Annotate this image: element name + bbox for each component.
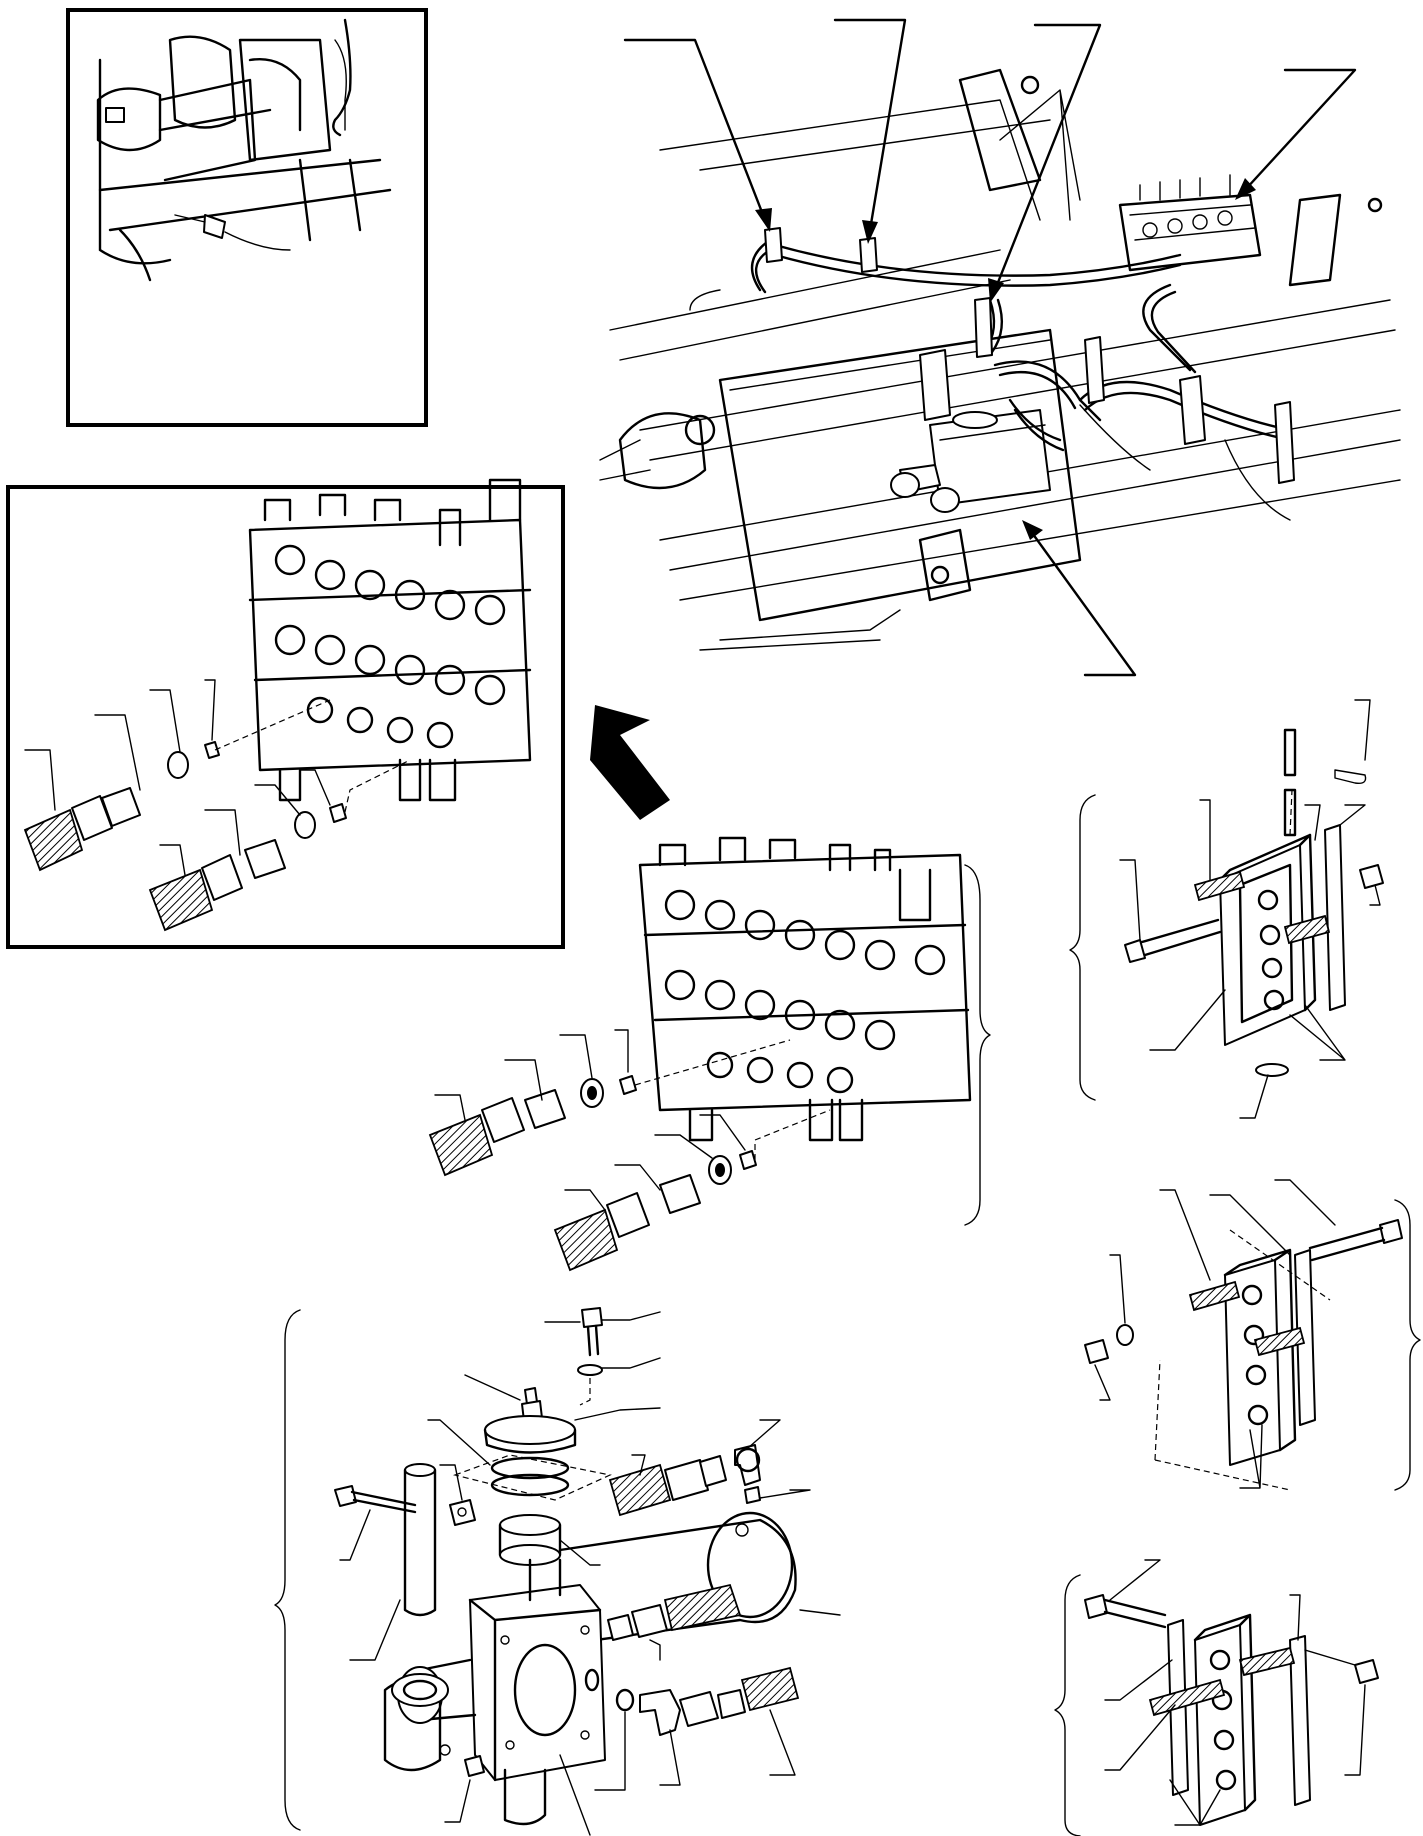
hose-clamp-lower [1054, 1559, 1379, 1836]
inset-pin-detail [66, 8, 428, 427]
inset-fitting-row-upper [23, 741, 220, 872]
inset-leaders [24, 679, 331, 876]
valve-fittings-bracket [964, 864, 991, 1226]
fitting-row-upper [428, 1075, 637, 1177]
hose-clamp-upper [1069, 699, 1384, 1119]
inset-callout-arrow [590, 705, 670, 820]
inset-fitting-row-lower [148, 803, 347, 932]
inset-valve-fittings [6, 478, 565, 949]
swivel-bracket [274, 1309, 301, 1831]
valve-fittings-exploded [428, 836, 991, 1272]
overview-leaders [623, 18, 1357, 677]
overview-swivel-unit [890, 409, 1051, 513]
swivel-cylinder-exploded [274, 1307, 841, 1836]
valve-fittings-leaders [434, 1029, 746, 1211]
swivel-leaders [339, 1311, 841, 1836]
inset-valve-block [248, 478, 532, 802]
valve-block [638, 836, 972, 1142]
overview-hoses [750, 238, 1292, 452]
fitting-row-lower [553, 1150, 757, 1272]
hose-clamp-middle [1084, 1179, 1421, 1491]
overview-assembly [599, 18, 1401, 677]
overview-control-valve [1118, 174, 1262, 272]
overview-hose-clamps [764, 227, 1295, 484]
